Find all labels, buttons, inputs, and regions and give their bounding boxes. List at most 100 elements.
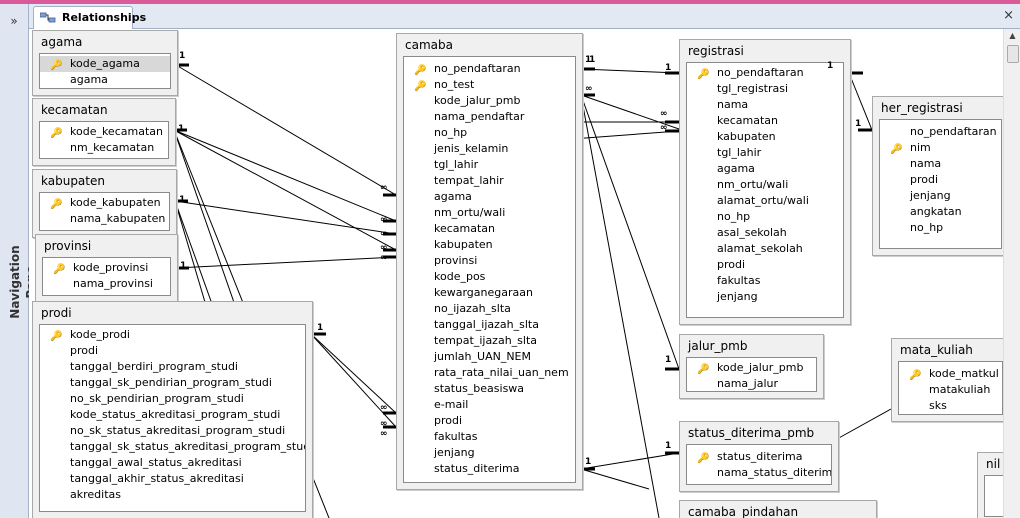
table-title[interactable]: status_diterima_pmb: [688, 426, 815, 440]
field-row[interactable]: 🔑kode_matkul: [899, 366, 1002, 382]
table-title[interactable]: jalur_pmb: [688, 339, 748, 353]
field-row[interactable]: status_diterima: [404, 461, 575, 477]
field-row[interactable]: nm_ortu/wali: [404, 205, 575, 221]
table-title[interactable]: camaba: [405, 38, 453, 52]
table-title[interactable]: mata_kuliah: [900, 343, 973, 357]
field-row[interactable]: kabupaten: [404, 237, 575, 253]
field-row[interactable]: sks: [899, 398, 1002, 414]
field-row[interactable]: alamat_ortu/wali: [687, 193, 843, 209]
field-row[interactable]: no_hp: [880, 220, 1001, 236]
field-row[interactable]: nama_provinsi: [43, 276, 170, 292]
field-row[interactable]: jenjang: [880, 188, 1001, 204]
field-row[interactable]: agama: [687, 161, 843, 177]
navigation-pane[interactable]: » Navigation Pane: [0, 4, 38, 518]
field-row[interactable]: kabupaten: [687, 129, 843, 145]
field-row[interactable]: nama: [687, 97, 843, 113]
field-row[interactable]: 🔑no_pendaftaran: [404, 61, 575, 77]
field-list[interactable]: [984, 475, 1003, 517]
field-row[interactable]: kode_pos: [404, 269, 575, 285]
field-row[interactable]: akreditas: [40, 487, 305, 503]
field-row[interactable]: nm_ortu/wali: [687, 177, 843, 193]
table-title[interactable]: nil: [986, 457, 1001, 471]
field-row[interactable]: kode_jalur_pmb: [404, 93, 575, 109]
field-row[interactable]: 🔑kode_prodi: [40, 327, 305, 343]
field-row[interactable]: no_hp: [687, 209, 843, 225]
table-title[interactable]: prodi: [41, 306, 72, 320]
table-title[interactable]: kecamatan: [41, 103, 108, 117]
field-row[interactable]: kode_status_akreditasi_program_studi: [40, 407, 305, 423]
field-row[interactable]: 🔑status_diterima: [687, 449, 831, 465]
field-row[interactable]: prodi: [880, 172, 1001, 188]
field-row[interactable]: tgl_lahir: [687, 145, 843, 161]
field-row[interactable]: nama: [880, 156, 1001, 172]
table-title[interactable]: her_registrasi: [881, 101, 963, 115]
field-row[interactable]: 🔑nim: [880, 140, 1001, 156]
field-row[interactable]: asal_sekolah: [687, 225, 843, 241]
field-row[interactable]: nama_status_diterima: [687, 465, 831, 481]
field-row[interactable]: agama: [40, 72, 170, 88]
field-row[interactable]: no_pendaftaran: [880, 124, 1001, 140]
field-row[interactable]: nama_pendaftar: [404, 109, 575, 125]
table-title[interactable]: provinsi: [44, 239, 92, 253]
field-row[interactable]: 🔑kode_kabupaten: [40, 195, 169, 211]
field-row[interactable]: tanggal_sk_pendirian_program_studi: [40, 375, 305, 391]
field-row[interactable]: tgl_lahir: [404, 157, 575, 173]
field-row[interactable]: nm_kecamatan: [40, 140, 168, 156]
table-camaba-pindahan[interactable]: camaba_pindahan: [679, 500, 877, 518]
field-row[interactable]: prodi: [40, 343, 305, 359]
field-row[interactable]: 🔑kode_jalur_pmb: [687, 360, 816, 376]
field-row[interactable]: prodi: [687, 257, 843, 273]
vertical-scrollbar[interactable]: ▲: [1003, 29, 1020, 518]
field-row[interactable]: jumlah_UAN_NEM: [404, 349, 575, 365]
field-row[interactable]: fakultas: [404, 429, 575, 445]
field-row[interactable]: tanggal_ijazah_slta: [404, 317, 575, 333]
field-row[interactable]: no_ijazah_slta: [404, 301, 575, 317]
field-row[interactable]: matakuliah: [899, 382, 1002, 398]
table-title[interactable]: camaba_pindahan: [688, 505, 799, 518]
field-row[interactable]: no_sk_pendirian_program_studi: [40, 391, 305, 407]
table-nil[interactable]: nil: [977, 452, 1003, 518]
navigation-pane-label[interactable]: Navigation Pane: [8, 245, 38, 319]
field-row[interactable]: 🔑kode_agama: [40, 56, 170, 72]
field-row[interactable]: kecamatan: [687, 113, 843, 129]
field-row[interactable]: nama_kabupaten: [40, 211, 169, 227]
field-row[interactable]: jenjang: [404, 445, 575, 461]
field-row[interactable]: prodi: [404, 413, 575, 429]
field-row[interactable]: tanggal_berdiri_program_studi: [40, 359, 305, 375]
field-row[interactable]: 🔑kode_kecamatan: [40, 124, 168, 140]
field-row[interactable]: alamat_sekolah: [687, 241, 843, 257]
field-row[interactable]: tempat_lahir: [404, 173, 575, 189]
field-row[interactable]: jenis_kelamin: [404, 141, 575, 157]
expand-nav-button[interactable]: »: [10, 14, 18, 28]
field-row[interactable]: e-mail: [404, 397, 575, 413]
field-row[interactable]: status_beasiswa: [404, 381, 575, 397]
field-row[interactable]: 🔑no_test: [404, 77, 575, 93]
field-row[interactable]: tanggal_akhir_status_akreditasi: [40, 471, 305, 487]
table-title[interactable]: agama: [41, 35, 83, 49]
field-row[interactable]: 🔑no_pendaftaran: [687, 65, 843, 81]
field-row[interactable]: fakultas: [687, 273, 843, 289]
close-icon[interactable]: ×: [1003, 8, 1014, 23]
field-row[interactable]: agama: [404, 189, 575, 205]
field-row[interactable]: angkatan: [880, 204, 1001, 220]
scroll-up-icon[interactable]: ▲: [1009, 31, 1016, 40]
